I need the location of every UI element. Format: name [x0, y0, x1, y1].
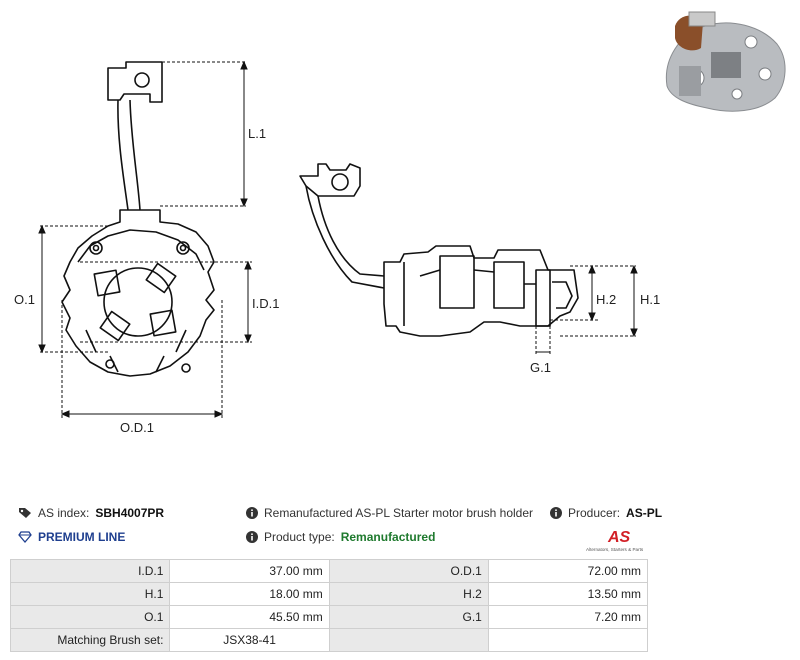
- cable-side: [305, 185, 385, 289]
- dim-o1: O.1: [14, 292, 35, 307]
- brush-holder-side-body: [383, 245, 579, 337]
- producer-label: Producer:: [568, 506, 621, 520]
- as-index: AS index: SBH4007PR: [18, 506, 164, 520]
- spec-value: 45.50 mm: [169, 605, 330, 629]
- as-index-value: SBH4007PR: [95, 506, 165, 520]
- spec-label: I.D.1: [9, 559, 171, 583]
- terminal-tab-side: [299, 163, 361, 197]
- description-text: Remanufactured AS-PL Starter motor brush…: [264, 506, 534, 520]
- dim-od1: O.D.1: [120, 420, 154, 435]
- table-row: Matching Brush set: JSX38-41: [9, 628, 649, 652]
- product-type: Product type: Remanufactured: [246, 530, 435, 544]
- dim-h2: H.2: [596, 292, 616, 307]
- description: Remanufactured AS-PL Starter motor brush…: [246, 506, 533, 520]
- specs-table: I.D.1 37.00 mm O.D.1 72.00 mm H.1 18.00 …: [9, 559, 649, 652]
- svg-text:Alternators, Starters & Parts: Alternators, Starters & Parts: [586, 547, 644, 552]
- dim-g1: G.1: [530, 360, 551, 375]
- premium-line: PREMIUM LINE: [18, 530, 125, 544]
- matching-brush-set-label: Matching Brush set:: [9, 628, 171, 652]
- terminal-hole-side: [331, 173, 349, 191]
- spec-value: 18.00 mm: [169, 582, 330, 606]
- dim-h1: H.1: [640, 292, 660, 307]
- spec-value: 72.00 mm: [487, 559, 649, 583]
- spec-label: H.2: [328, 582, 489, 606]
- dim-id1: I.D.1: [252, 296, 279, 311]
- brush-holder-front-body: [61, 209, 215, 377]
- diamond-icon: [18, 531, 32, 543]
- table-row: I.D.1 37.00 mm O.D.1 72.00 mm: [9, 559, 649, 583]
- terminal-tab-front: [107, 61, 163, 103]
- spec-value: 7.20 mm: [487, 605, 649, 629]
- product-photo: [655, 8, 795, 116]
- premium-line-label: PREMIUM LINE: [38, 530, 126, 544]
- tags-icon: [19, 508, 31, 518]
- spec-label: H.1: [9, 582, 171, 606]
- spec-value: 13.50 mm: [487, 582, 649, 606]
- table-row: O.1 45.50 mm G.1 7.20 mm: [9, 605, 649, 629]
- dim-l1: L.1: [248, 126, 266, 141]
- spec-label: G.1: [328, 605, 489, 629]
- terminal-hole-front: [134, 72, 150, 88]
- svg-text:AS: AS: [607, 529, 631, 546]
- info-icon: [246, 531, 258, 543]
- info-icon: [246, 507, 258, 519]
- as-logo: AS Alternators, Starters & Parts: [586, 529, 644, 552]
- spec-value: 37.00 mm: [169, 559, 330, 583]
- info-icon: [550, 507, 562, 519]
- spec-label: O.1: [9, 605, 171, 629]
- as-index-label: AS index:: [38, 506, 90, 520]
- table-row: H.1 18.00 mm H.2 13.50 mm: [9, 582, 649, 606]
- spec-value: [487, 628, 649, 652]
- product-type-label: Product type:: [264, 530, 335, 544]
- producer: Producer: AS-PL: [550, 506, 662, 520]
- spec-label: [328, 628, 489, 652]
- producer-value: AS-PL: [626, 506, 663, 520]
- technical-drawing: L.1 O.1 I.D.1 O.D.1 H.2 H.1 G.1: [14, 60, 660, 435]
- cable-front: [117, 99, 129, 211]
- product-type-value: Remanufactured: [340, 530, 436, 544]
- matching-brush-set-link[interactable]: JSX38-41: [169, 628, 330, 652]
- spec-label: O.D.1: [328, 559, 489, 583]
